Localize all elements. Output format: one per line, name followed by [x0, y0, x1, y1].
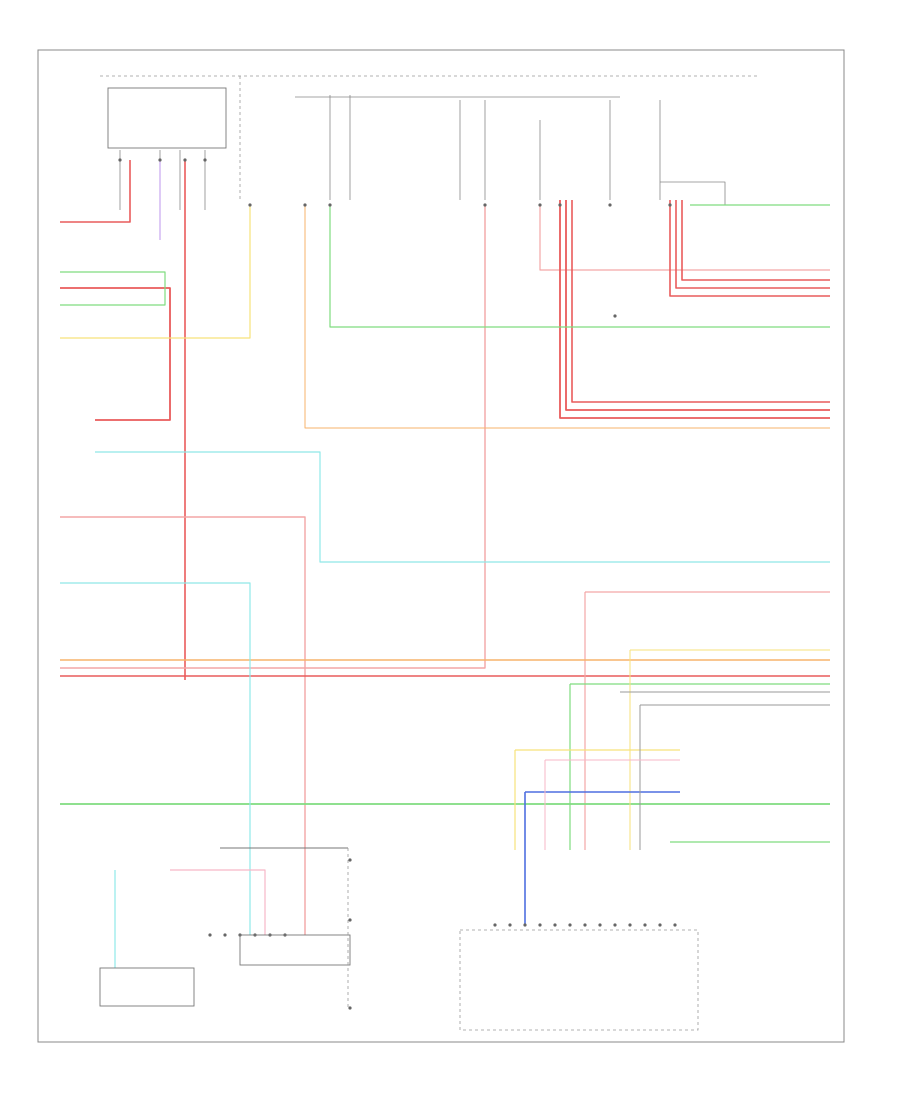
connector-group	[118, 158, 677, 1010]
connector-pin	[538, 923, 542, 927]
fuse-relay-box	[107, 87, 227, 149]
connector-pin	[208, 933, 212, 937]
connector-pin	[203, 158, 207, 162]
connector-pin	[553, 923, 557, 927]
wire-red	[571, 200, 830, 403]
connector-pin	[348, 858, 352, 862]
wire-green	[329, 205, 830, 328]
ground-point	[348, 1006, 352, 1010]
connector-pin	[508, 923, 512, 927]
wire-red	[60, 205, 486, 669]
wire-green	[60, 271, 166, 306]
wire-group	[60, 160, 830, 968]
connector-pin	[668, 203, 672, 207]
connector-pin	[303, 203, 307, 207]
wire-red	[681, 200, 830, 281]
connector-pin	[583, 923, 587, 927]
connector-pin	[613, 923, 617, 927]
connector-pin	[658, 923, 662, 927]
connector-pin	[483, 203, 487, 207]
wire-red	[559, 200, 830, 419]
fuel-pump-module	[239, 934, 351, 966]
connector-pin	[118, 158, 122, 162]
connector-pin	[673, 923, 677, 927]
wire-yellow	[60, 205, 251, 339]
wire-red	[675, 200, 830, 289]
connector-pin	[183, 158, 187, 162]
connector-pin	[248, 203, 252, 207]
connector-pin	[643, 923, 647, 927]
fuel-tank-unit	[99, 967, 195, 1007]
top-vertical-buses	[119, 95, 726, 210]
wire-orange	[304, 205, 830, 429]
wire-cyan	[95, 451, 830, 563]
wire-red	[539, 205, 830, 271]
connector-pin	[598, 923, 602, 927]
ground-point	[613, 314, 617, 318]
connector-pin	[568, 923, 572, 927]
wire-red	[669, 200, 830, 297]
connector-pin	[158, 158, 162, 162]
wire-red	[565, 200, 830, 411]
wire-red	[60, 516, 306, 935]
connector-pin	[328, 203, 332, 207]
wire-cyan	[60, 582, 251, 935]
connector-pin	[523, 923, 527, 927]
connector-pin	[493, 923, 497, 927]
wire-red	[60, 160, 131, 223]
connector-pin	[608, 203, 612, 207]
powertrain-control-module	[459, 929, 699, 1031]
wire-pink	[170, 869, 266, 935]
connector-pin	[628, 923, 632, 927]
bus-horizontal	[660, 181, 726, 205]
connector-pin	[223, 933, 227, 937]
diagram-frame	[37, 49, 845, 1043]
connector-pin	[558, 203, 562, 207]
connector-pin	[348, 918, 352, 922]
connector-pin	[538, 203, 542, 207]
wire-red	[60, 287, 171, 421]
